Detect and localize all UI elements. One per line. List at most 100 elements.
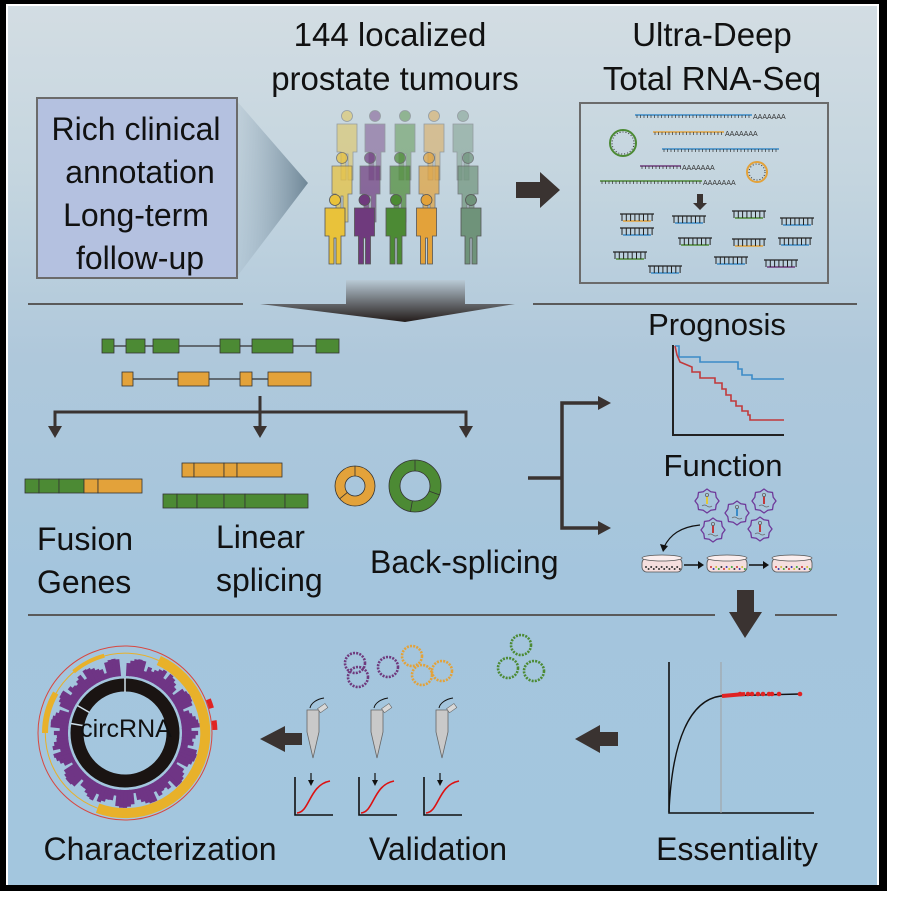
km-curve-low-risk [675,345,784,380]
big-down-arrow-icon [260,280,515,322]
expression-bar [180,739,194,746]
essential-point [737,691,743,697]
spliced-segment [223,493,246,509]
load-arrow [373,697,389,709]
spliced-segment [193,462,225,478]
expression-bar [167,767,184,782]
expression-bar [146,670,155,682]
person-body [460,207,482,265]
fusion-gene-bar [24,478,143,494]
expression-bar [180,715,197,724]
expression-bar [95,784,104,795]
circular-rna-ticks [611,131,635,155]
linear-splicing-bars [162,462,309,509]
expression-bar [176,701,193,712]
exon [251,338,294,354]
exon [267,371,312,387]
svg-text:Long-term: Long-term [63,197,209,233]
expression-bar [161,773,171,783]
expression-bar [86,781,99,798]
arrowhead-icon [763,561,769,569]
expression-bar [52,742,70,751]
expression-bar [140,670,147,680]
essential-point [745,691,751,697]
tube-icon [435,709,449,759]
circrna-circle-icon [509,633,533,657]
arrow-left-icon [260,726,302,752]
expression-bar [65,767,83,782]
cell-dot [782,568,785,570]
polya-tail: AAAAAAA [682,165,715,172]
circrna-circle-icon [522,659,546,683]
tube-cap [317,703,329,714]
circular-rna-ring [389,460,441,512]
qpcr-curve [296,780,331,814]
highlight-marker [206,698,214,709]
spliced-segment [284,493,309,509]
qpcr-axes [358,777,397,816]
arrow-down-icon [693,194,707,210]
qpcr-curve [360,780,395,814]
person-head [462,152,474,164]
cell-dot [788,568,790,570]
essentiality-axes [668,662,814,814]
ring-outline [344,475,366,497]
svg-text:follow-up: follow-up [76,240,204,276]
arrow-down-icon [48,426,62,438]
expression-bar [63,757,76,766]
cohort-title-line2: prostate tumours [271,60,519,97]
exon-boundary [70,722,85,727]
cell-dot [645,566,647,568]
expression-bar [59,754,74,764]
virus-capsid [747,516,773,542]
expression-bar [134,788,142,801]
expression-bar [59,693,77,707]
expression-bar [131,659,139,678]
cell-dot [775,566,777,568]
expression-bar [128,660,135,677]
vector-strand [701,504,713,508]
expression-bar [105,787,113,800]
cell-dot [790,566,793,568]
cell-dot [676,566,679,568]
characterization-label: Characterization [44,831,277,867]
exon [239,371,253,387]
expression-bar [84,779,96,795]
clinical-annotation-box [36,97,238,279]
vector-strand [731,516,743,520]
cell-dot [652,568,655,570]
expression-bar [84,677,94,689]
expression-bar [64,764,81,778]
culture-dish-icon [771,554,813,573]
exon [125,338,146,354]
exon [121,371,134,387]
spliced-segment [223,462,238,478]
gene-track-segment [95,655,211,819]
expression-bar [50,719,70,727]
expression-bar [178,748,197,759]
cohort-title-line1: 144 localized [294,16,487,53]
dish-rim [641,554,683,562]
cell-dot [658,568,660,570]
svg-text:annotation: annotation [65,154,214,190]
km-curve-high-risk [674,345,784,421]
km-axes [672,345,784,436]
back-splicing-rings [334,459,442,513]
callout-pointer [236,100,308,278]
spliced-segment [181,462,195,478]
expression-bar [115,789,122,807]
expression-bar [113,788,119,796]
tube-icon [370,709,384,759]
person-head [428,110,440,122]
tube-cap [381,703,393,714]
cell-dot [710,566,712,568]
expression-bar [171,690,189,704]
expression-bar [140,786,150,804]
cell-dot [678,568,681,570]
svg-text:Rich clinical: Rich clinical [52,111,221,147]
gene-models [101,338,340,387]
expression-bar [82,668,96,687]
expression-bar [151,669,164,685]
outer-track [37,645,213,821]
